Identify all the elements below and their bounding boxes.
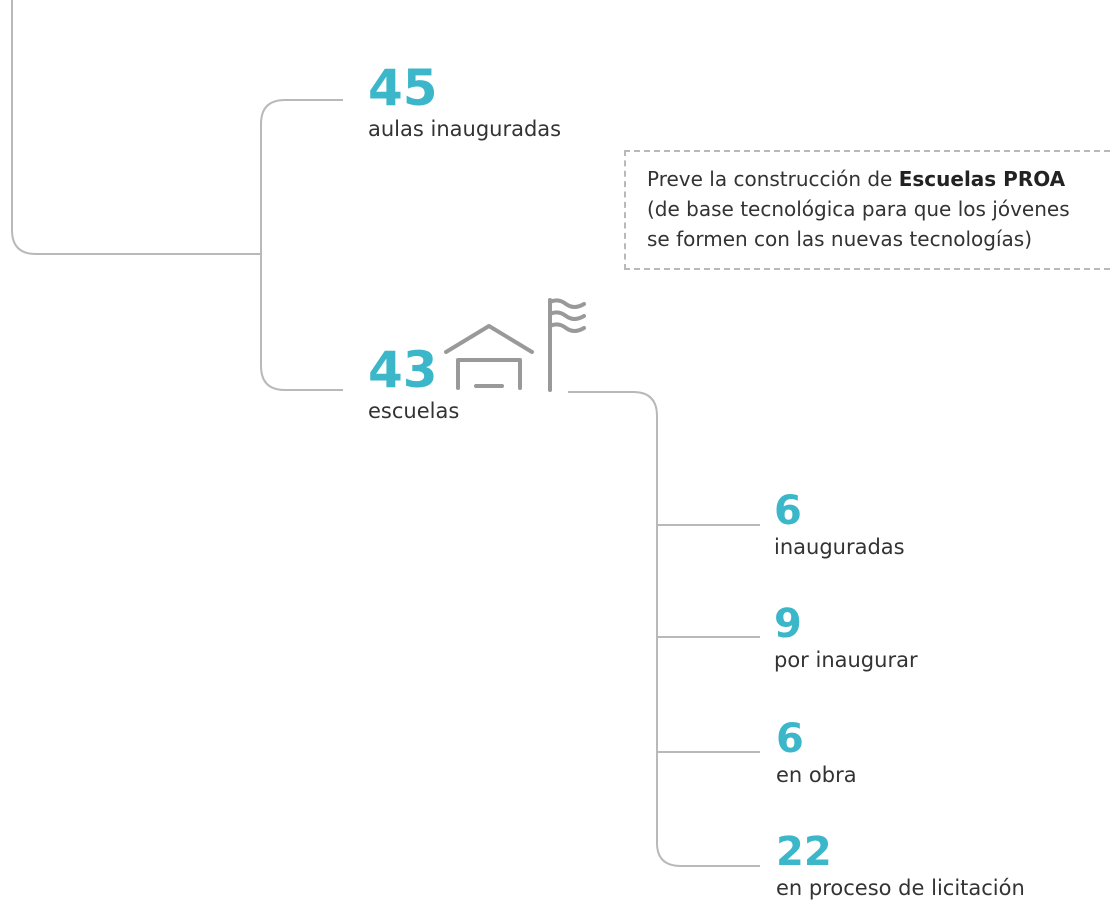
branch-connector-escuelas	[260, 254, 343, 391]
en-obra-value: 6	[776, 716, 804, 762]
school-building-icon	[442, 318, 538, 394]
en-proceso-de-licitacion-value: 22	[776, 829, 832, 875]
note-highlight: Escuelas PROA	[898, 167, 1066, 191]
en-obra-label: en obra	[776, 763, 857, 787]
inauguradas-value: 6	[774, 488, 802, 534]
breakdown-item-en-proceso-de-licitacion: 22 en proceso de licitación	[776, 832, 1025, 901]
flag-icon	[544, 296, 588, 398]
aulas-value: 45	[368, 59, 438, 117]
escuelas-node: 43 escuelas	[368, 345, 459, 424]
branch-connector-aulas	[260, 99, 343, 254]
proa-note-box: Preve la construcción de Escuelas PROA (…	[624, 150, 1110, 270]
root-connector	[11, 0, 261, 255]
inauguradas-label: inauguradas	[774, 535, 905, 559]
escuelas-spine	[568, 391, 760, 867]
breakdown-item-en-obra: 6 en obra	[776, 719, 857, 788]
aulas-node: 45 aulas inauguradas	[368, 63, 561, 142]
breakdown-item-por-inaugurar: 9 por inaugurar	[774, 604, 918, 673]
escuelas-value: 43	[368, 341, 438, 399]
aulas-label: aulas inauguradas	[368, 117, 562, 141]
note-line-1: Preve la construcción de Escuelas PROA	[647, 164, 1110, 194]
por-inaugurar-label: por inaugurar	[774, 648, 918, 672]
escuelas-label: escuelas	[368, 399, 460, 423]
note-line-2: (de base tecnológica para que los jóvene…	[647, 197, 1070, 221]
note-line-1-prefix: Preve la construcción de	[647, 167, 899, 191]
por-inaugurar-value: 9	[774, 601, 802, 647]
breakdown-item-inauguradas: 6 inauguradas	[774, 491, 905, 560]
en-proceso-de-licitacion-label: en proceso de licitación	[776, 876, 1025, 900]
note-line-3: se formen con las nuevas tecnologías)	[647, 227, 1033, 251]
